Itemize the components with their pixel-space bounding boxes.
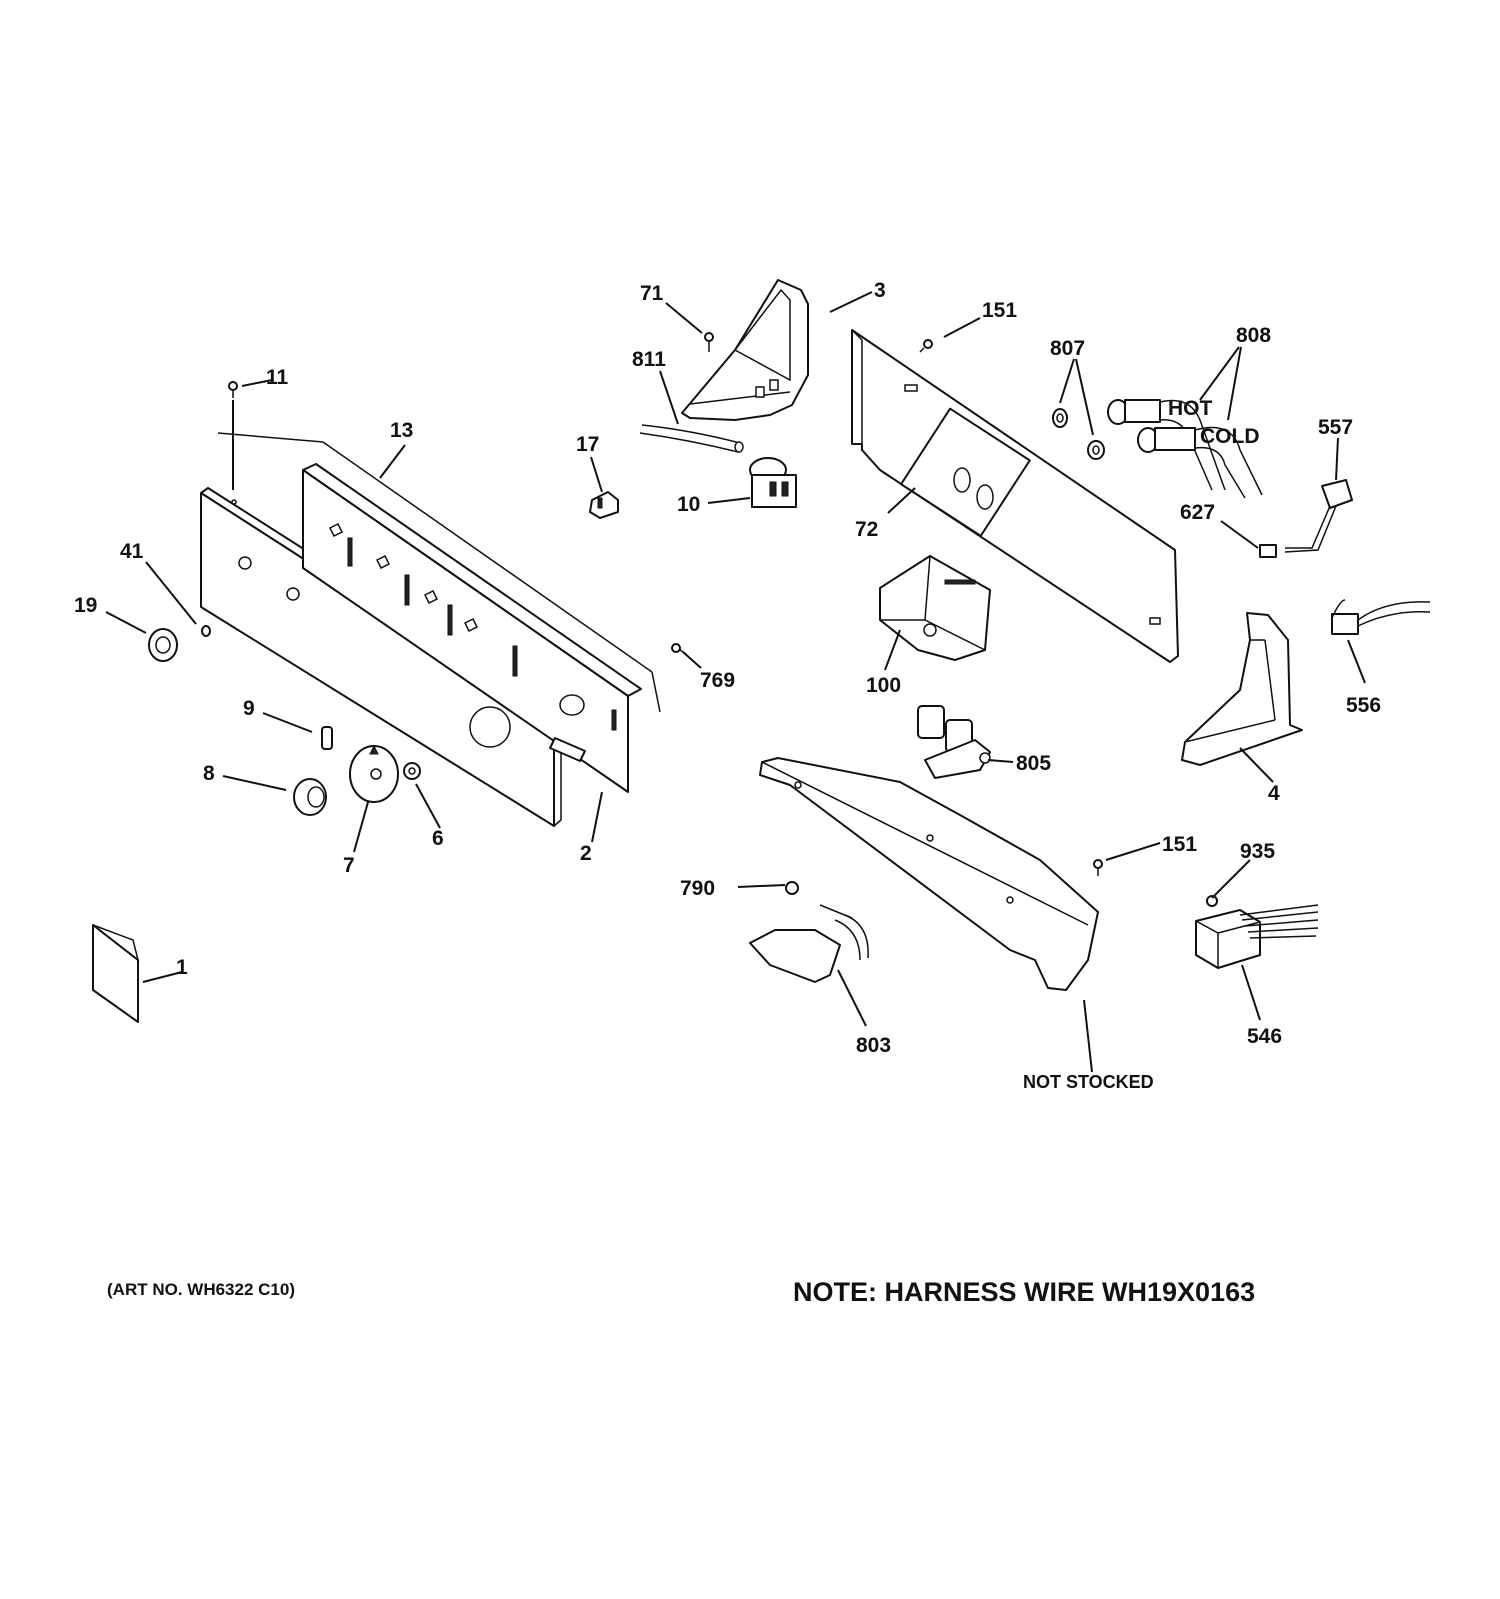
callout-807: 807	[1050, 337, 1085, 360]
screw-151-lower	[1093, 859, 1103, 876]
bushing-6	[403, 762, 421, 780]
spring-41	[201, 625, 211, 637]
callout-7: 7	[343, 854, 355, 877]
cord-bushing	[1259, 544, 1277, 558]
switch-clip	[589, 491, 619, 519]
callout-6: 6	[432, 827, 444, 850]
lower-cover-panel	[759, 757, 1099, 991]
callout-11: 11	[266, 366, 289, 389]
water-valve	[917, 705, 991, 779]
callout-627: 627	[1180, 501, 1215, 524]
callout-935: 935	[1240, 840, 1275, 863]
backsplash-panel	[851, 329, 1179, 663]
screw-151-top	[919, 339, 933, 353]
not-stocked-label: NOT STOCKED	[1023, 1072, 1154, 1092]
callout-808: 808	[1236, 324, 1271, 347]
wire-harness-block	[1195, 895, 1319, 969]
callout-17: 17	[576, 433, 599, 456]
knob-19	[148, 628, 178, 662]
knob-8	[293, 778, 327, 816]
callout-13: 13	[390, 419, 413, 442]
callout-100: 100	[866, 674, 901, 697]
callout-72: 72	[855, 518, 878, 541]
timer	[879, 555, 991, 661]
hose-label-cold: COLD	[1200, 425, 1260, 448]
callout-790: 790	[680, 877, 715, 900]
callout-9: 9	[243, 697, 255, 720]
power-cord-plug	[1284, 479, 1353, 553]
callout-1: 1	[176, 956, 188, 979]
callout-803: 803	[856, 1034, 891, 1057]
connector-556	[1331, 599, 1431, 635]
harness-803	[749, 904, 869, 983]
callout-10: 10	[677, 493, 700, 516]
hose-label-hot: HOT	[1168, 397, 1213, 420]
callout-8: 8	[203, 762, 215, 785]
callout-151-lower: 151	[1162, 833, 1197, 856]
callout-805: 805	[1016, 752, 1051, 775]
control-panel-rear	[302, 463, 642, 793]
callout-2: 2	[580, 842, 592, 865]
hose-811	[639, 424, 744, 453]
leader-lines	[105, 291, 1366, 1073]
callout-3: 3	[874, 279, 886, 302]
callout-19: 19	[74, 594, 97, 617]
screw-11	[228, 381, 238, 398]
inlet-hoses: HOT COLD	[1107, 397, 1263, 499]
callout-811: 811	[632, 348, 666, 371]
callout-151-top: 151	[982, 299, 1017, 322]
harness-wire-note: NOTE: HARNESS WIRE WH19X0163	[793, 1277, 1255, 1307]
clip-9	[321, 726, 333, 750]
end-cap-right	[1181, 612, 1303, 766]
callout-labels: 71 3 151 807 808 811 11 13 17 10 72 557 …	[74, 279, 1381, 1092]
callout-71: 71	[640, 282, 664, 305]
wire-clip	[785, 881, 799, 895]
callout-4: 4	[1268, 782, 1280, 805]
art-number: (ART NO. WH6322 C10)	[107, 1280, 295, 1299]
dial-7	[349, 744, 399, 803]
end-cap-left	[681, 279, 809, 421]
callout-556: 556	[1346, 694, 1381, 717]
callout-769: 769	[700, 669, 735, 692]
washers	[1052, 408, 1105, 460]
callout-557: 557	[1318, 416, 1353, 439]
callout-546: 546	[1247, 1025, 1282, 1048]
literature-envelope	[92, 924, 140, 1023]
callout-41: 41	[120, 540, 144, 563]
screw-71	[704, 332, 714, 352]
pressure-switch	[749, 457, 797, 508]
